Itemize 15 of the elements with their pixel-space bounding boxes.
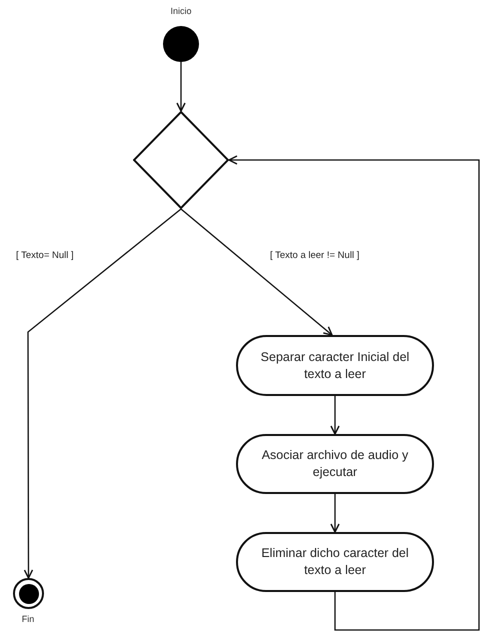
flow-arrow: [330, 494, 340, 533]
action-box: Separar caracter Inicial del texto a leer: [236, 335, 434, 396]
start-node: [163, 26, 199, 62]
guard-label: [ Texto= Null ]: [14, 250, 76, 261]
action-box: Asociar archivo de audio y ejecutar: [236, 434, 434, 494]
node-caption: Fin: [22, 614, 34, 624]
flow-arrow: [176, 62, 186, 112]
end-node: [13, 578, 44, 609]
node-caption: Inicio: [170, 6, 192, 16]
flow-arrow: [330, 396, 340, 435]
flow-arrow: [228, 155, 480, 631]
action-box: Eliminar dicho caracter del texto a leer: [236, 532, 434, 592]
flow-arrow: [180, 208, 333, 336]
flow-arrow: [24, 208, 182, 579]
guard-label: [ Texto a leer != Null ]: [268, 250, 362, 261]
